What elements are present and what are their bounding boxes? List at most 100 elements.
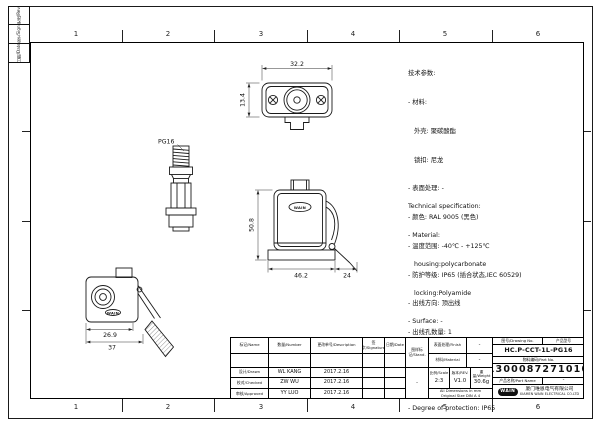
tb-header-qty: 数量/Number — [269, 338, 311, 354]
tb-weight-value: 30.6g — [473, 379, 490, 386]
specs-chinese: 技术参数: - 材料: 外壳: 聚碳酸酯 锁扣: 尼龙 - 表面处理: - - … — [408, 50, 584, 386]
spec-line: - 表面处理: - — [408, 185, 444, 193]
gland-hole — [283, 86, 311, 114]
tb-date-checked: 2017.2.16 — [311, 378, 363, 389]
company-logo: WAIN — [497, 388, 518, 396]
top-view-inner — [265, 86, 329, 114]
latch-bail — [325, 200, 339, 245]
company-name-en: XIAMEN WAIN ELECTRICAL CO.LTD — [519, 391, 580, 396]
grid-tick — [122, 30, 123, 42]
dims-side-view — [85, 323, 144, 344]
latch-pivot — [328, 243, 336, 250]
tb-rev-cell: 版本/REV. V1.0 — [450, 368, 471, 389]
tb-empty-cell — [363, 354, 385, 368]
tb-note-line2: Original Size DIN A 4 — [440, 393, 481, 398]
tb-name-checked: ZW WU — [269, 378, 311, 389]
wain-logo-front: WAIN — [294, 206, 306, 210]
view-front — [267, 179, 358, 272]
tb-header-mark: 标记/Name — [231, 338, 269, 354]
grid-tick — [399, 30, 400, 42]
logo-oval — [288, 201, 312, 213]
wain-logo-side: WAIN — [107, 311, 119, 315]
side-body — [85, 276, 139, 323]
dims-top-view — [246, 65, 333, 118]
tb-name-drawn: WL KANG — [269, 368, 311, 378]
spec-line: - 材料: — [408, 98, 427, 106]
side-latch-pivot — [136, 286, 143, 293]
grid-tick — [22, 131, 30, 132]
spec-line: - 防护等级: IP65 (插合状态,IEC 60529) — [408, 271, 522, 279]
dim-top-height: 13.4 — [240, 93, 247, 107]
spec-line: - 出线方向: 顶出线 — [408, 300, 461, 308]
company-name-cn: 厦门唯恩电气有限公司 — [525, 387, 574, 393]
spec-line: - Degree of protection: IP65 — [408, 404, 496, 412]
tb-empty-cell — [363, 389, 385, 398]
grid-number-bottom: 5 — [442, 403, 448, 411]
view-cable-gland — [165, 145, 197, 232]
grid-number-bottom: 2 — [165, 403, 171, 411]
tb-part-name-value: - — [543, 378, 583, 385]
tb-part-no-label: 物料编码/Part No. — [493, 357, 583, 364]
grid-number-bottom: 6 — [535, 403, 541, 411]
spec-line: - Material: — [408, 231, 440, 239]
tb-scale-label: 比例/Scale — [429, 371, 449, 376]
tb-finish-label: 表面处理/Finish — [429, 338, 467, 354]
tb-drawing-no-value: HC.P-CCT-1L-PG16 — [493, 345, 583, 357]
side-entry-stub — [115, 267, 133, 278]
tb-material-value: - — [467, 354, 493, 368]
spec-line: 外壳: 聚碳酸酯 — [408, 127, 456, 135]
grid-tick — [214, 399, 215, 412]
screw-right-icon — [315, 94, 327, 106]
grid-tick — [307, 399, 308, 412]
tb-empty-cell — [385, 368, 406, 378]
grid-number-top: 4 — [350, 30, 356, 38]
tb-stand-label: 图样标记/Stand. — [406, 338, 429, 368]
tb-header-date: 日期/Date — [385, 338, 406, 354]
tb-empty-cell — [311, 354, 363, 368]
grid-number-top: 1 — [73, 30, 79, 38]
tb-role-approved: 审核/Approved — [231, 389, 269, 398]
logo-oval-side — [105, 309, 121, 316]
pg16-leader-line — [177, 144, 185, 152]
grid-tick — [584, 310, 591, 311]
grid-tick — [584, 131, 591, 132]
housing-flange — [267, 249, 336, 261]
revision-strip-cell: 签字/Sign. — [9, 25, 29, 44]
spec-line: locking:Polyamide — [408, 289, 472, 297]
tb-model-label: 产品型号 — [543, 338, 583, 345]
tb-date-drawn: 2017.2.16 — [311, 368, 363, 378]
tb-empty-cell — [231, 354, 269, 368]
view-top-plan — [261, 82, 333, 130]
specs-cn-title: 技术参数: — [408, 70, 436, 78]
tb-empty-cell — [385, 389, 406, 398]
tb-dimension-note: All Dimensions in mm Original Size DIN A… — [429, 389, 493, 398]
tb-header-desc: 更改单号/Description — [311, 338, 363, 354]
spec-line: - 出线孔数量: 1 — [408, 329, 452, 337]
tb-role-checked: 校对/Checked — [231, 378, 269, 389]
gland-body — [170, 182, 192, 209]
grid-number-top: 5 — [442, 30, 448, 38]
housing-body — [273, 189, 327, 251]
tb-part-name-label: 产品名称/Part Name — [493, 378, 543, 385]
spec-line: - Surface: - — [408, 318, 443, 326]
grid-number-bottom: 1 — [73, 403, 79, 411]
tb-weight-label: 重量/Weight — [472, 369, 491, 379]
tb-empty-cell — [385, 354, 406, 368]
dim-front-height: 50.8 — [249, 218, 256, 232]
grid-number-bottom: 3 — [258, 403, 264, 411]
grid-tick — [22, 221, 30, 222]
grid-tick — [214, 30, 215, 42]
tb-drawing-no-label: 图号/Drawing No. — [493, 338, 543, 345]
tb-material-label: 材料/Material — [429, 354, 467, 368]
grid-tick — [584, 221, 591, 222]
tb-role-drawn: 设计/Drawn — [231, 368, 269, 378]
tb-note-line1: All Dimensions in mm — [439, 389, 482, 394]
title-block: 标记/Name 数量/Number 更改单号/Description 签字/Si… — [230, 337, 584, 399]
spec-line: - 温度范围: -40℃ - +125℃ — [408, 242, 490, 250]
screw-left-icon — [267, 94, 279, 106]
outer-border — [8, 6, 593, 419]
grid-number-bottom: 4 — [350, 403, 356, 411]
grid-tick — [122, 399, 123, 412]
tb-rev-label: 版本/REV. — [451, 371, 469, 376]
